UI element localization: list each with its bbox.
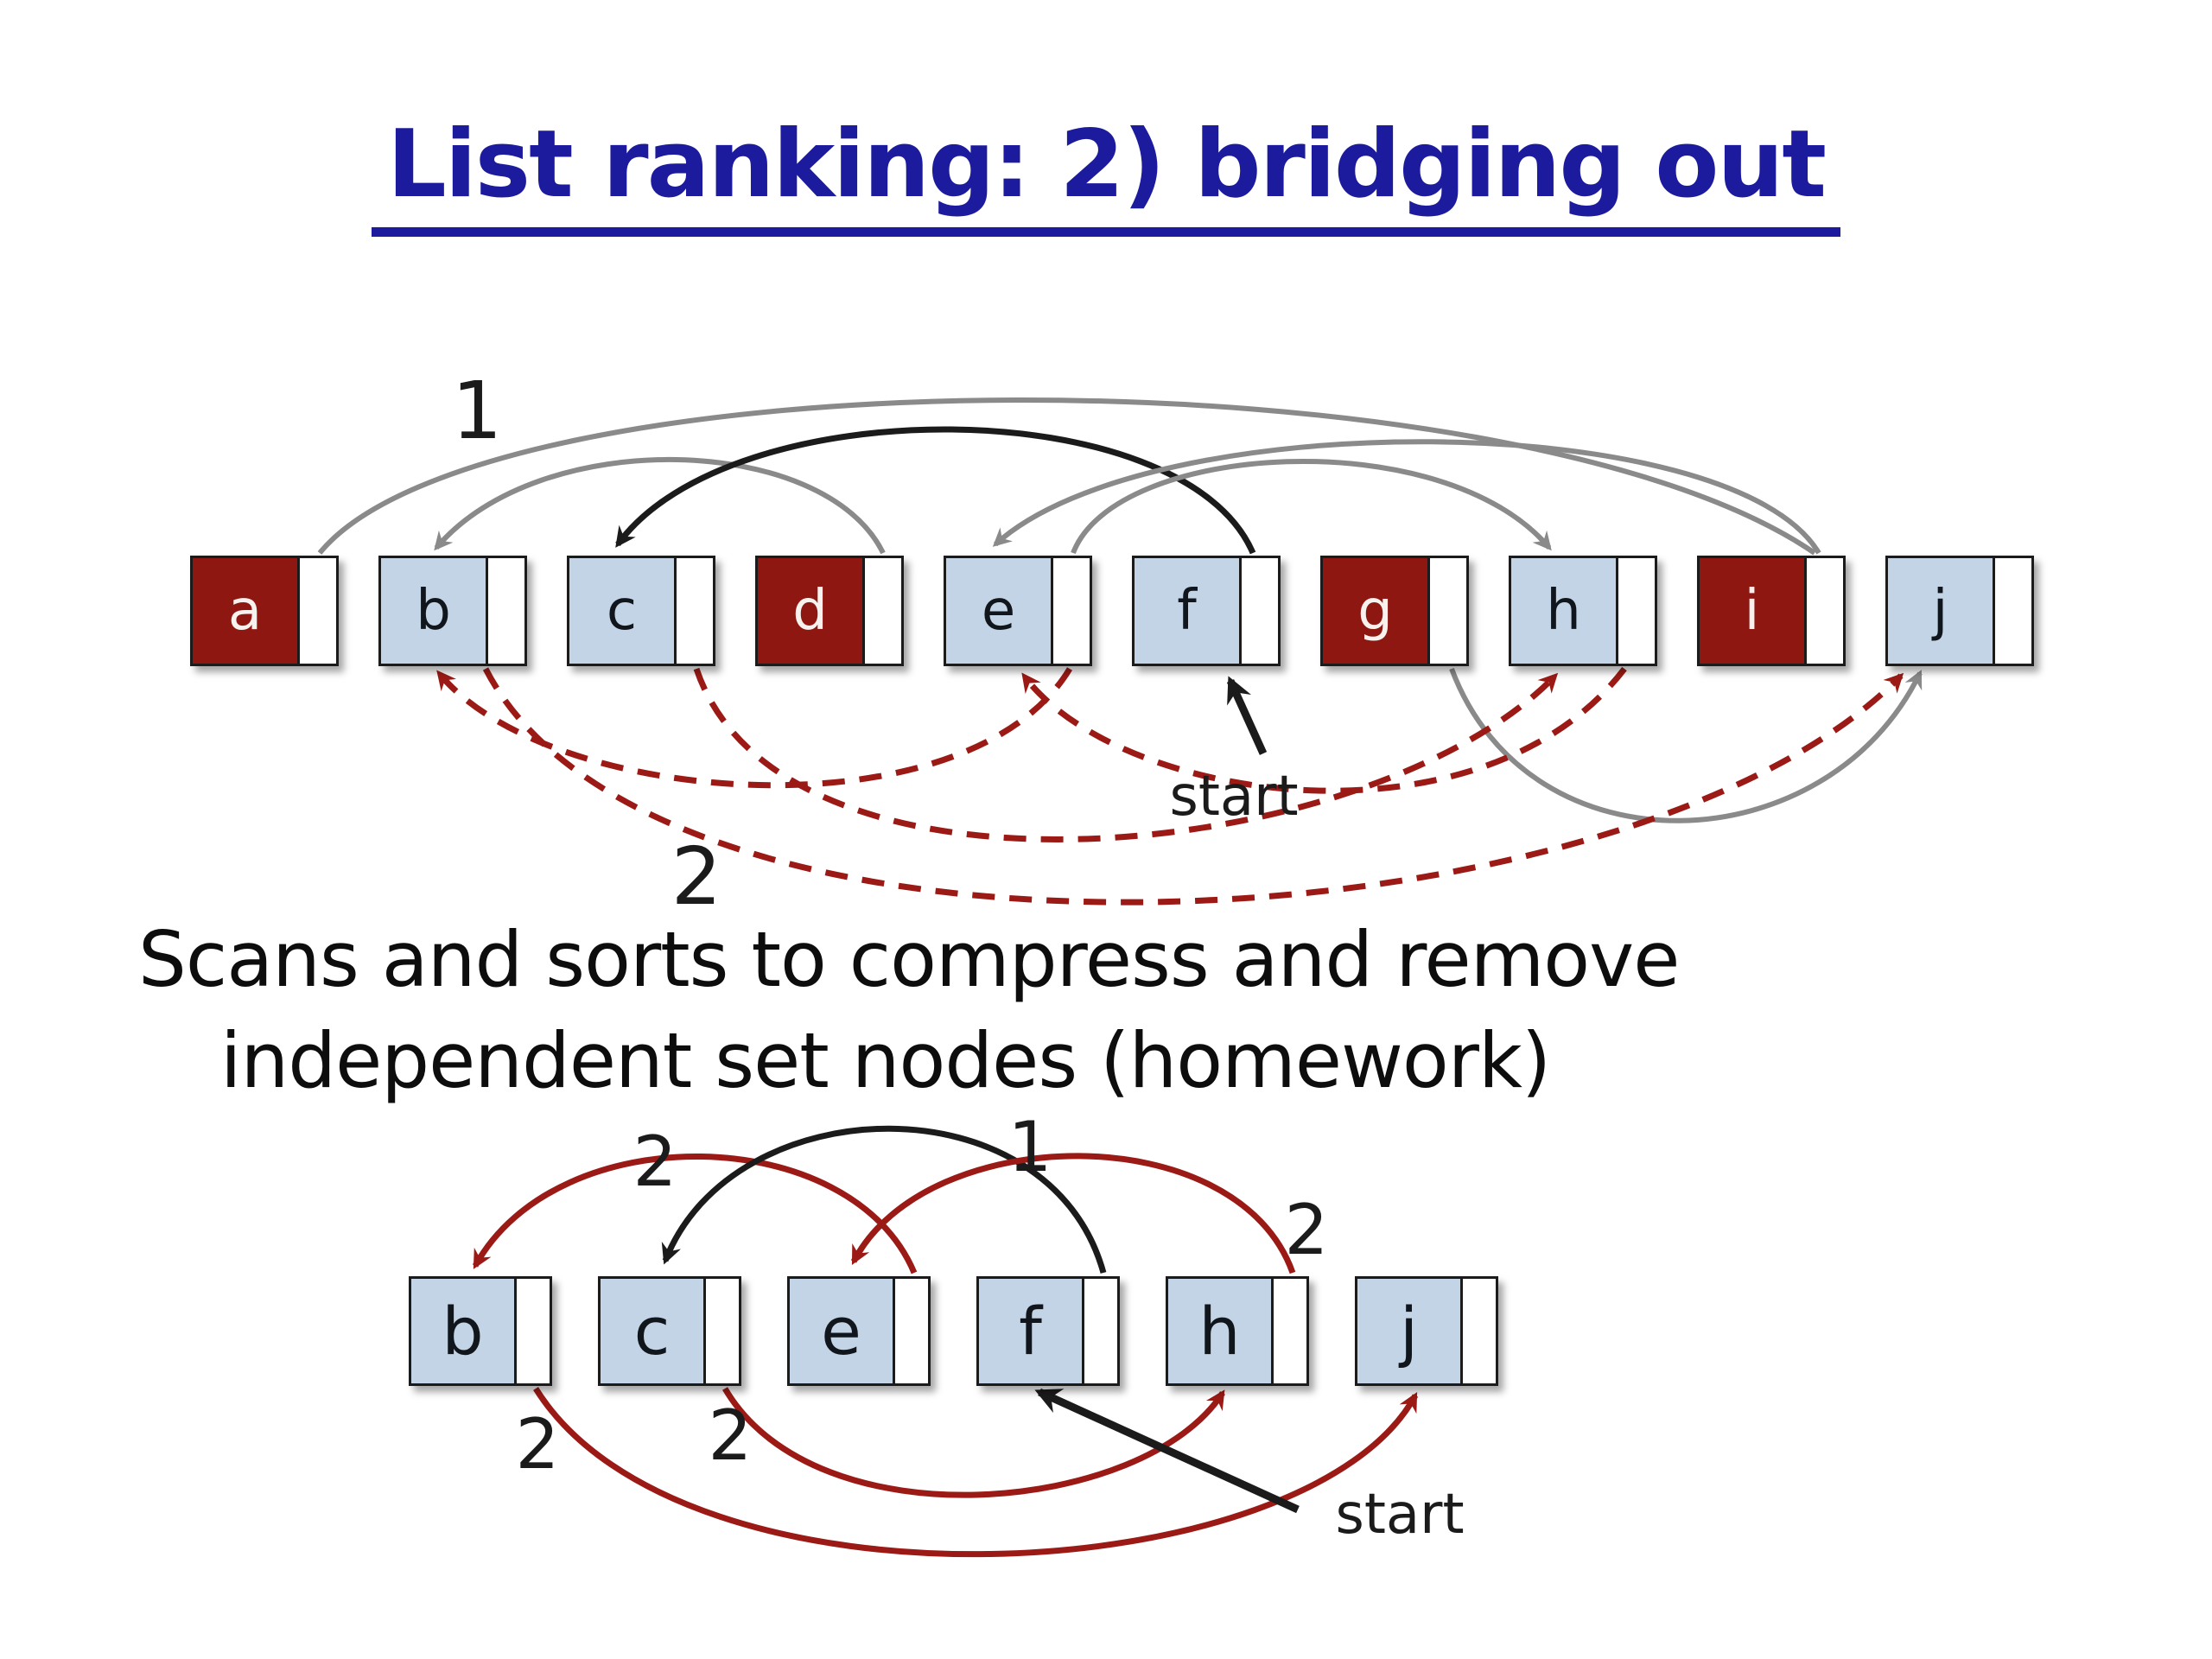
title-wrap: List ranking: 2) bridging out [0,111,2212,237]
body-text-line2: independent set nodes (homework) [220,1016,1551,1105]
bottom-start-label: start [1335,1483,1465,1547]
node-i-value: i [1700,558,1804,664]
arc-bot-c-to-h [721,1387,1225,1498]
bottom-below-hop-label-2b: 2 [708,1395,753,1476]
arc-bot-f-to-c [661,1125,1107,1274]
arc-top-f-to-c [615,426,1256,555]
body-text-line1: Scans and sorts to compress and remove [138,915,1680,1004]
node-a-pointer-cell [297,558,336,664]
arc-top-bridge-h-to-e [1021,666,1627,794]
node-f-pointer-cell [1239,558,1278,664]
node-j-pointer-cell [1993,558,2031,664]
node-d-value: d [758,558,862,664]
compressed-node-h: h [1166,1276,1309,1386]
compressed-node-b: b [409,1276,552,1386]
compressed-node-e: e [787,1276,931,1386]
page-title: List ranking: 2) bridging out [371,111,1841,237]
node-h: h [1509,556,1657,666]
compressed-node-f-pointer-cell [1082,1279,1117,1383]
top-hop-label-2: 2 [671,830,722,923]
node-h-value: h [1511,558,1616,664]
bottom-hop-label-2-left: 2 [632,1122,677,1202]
node-d: d [755,556,904,666]
arc-bot-b-to-j [533,1387,1419,1558]
node-g-pointer-cell [1427,558,1466,664]
arc-top-e-to-h [1071,458,1552,555]
node-j-value: j [1888,558,1993,664]
compressed-node-b-pointer-cell [514,1279,550,1383]
body-text: Scans and sorts to compress and remove i… [138,909,1680,1111]
node-b-pointer-cell [486,558,524,664]
compressed-node-h-value: h [1168,1279,1271,1383]
node-c-value: c [569,558,674,664]
node-j: j [1885,556,2034,666]
node-e-value: e [946,558,1051,664]
arc-top-bridge-e-to-b [436,667,1072,789]
arc-bot-h-to-e [850,1153,1296,1274]
arc-top-d-to-b [434,457,886,555]
node-f-value: f [1135,558,1239,664]
node-i: i [1697,556,1846,666]
arc-top-a-to-i [317,397,1816,556]
compressed-node-b-value: b [411,1279,514,1383]
arc-top-bridge-c-to-h [693,667,1559,842]
bottom-below-hop-label-2a: 2 [515,1404,560,1484]
arc-top-g-to-j [1449,667,1923,823]
bottom-start-arrow [1034,1388,1300,1514]
node-b: b [378,556,527,666]
top-start-label: start [1169,765,1299,829]
node-g-value: g [1323,558,1427,664]
node-i-pointer-cell [1804,558,1843,664]
bottom-hop-label-1: 1 [1007,1107,1052,1187]
node-d-pointer-cell [862,558,901,664]
compressed-node-f-value: f [979,1279,1082,1383]
node-a-value: a [193,558,297,664]
compressed-node-j: j [1355,1276,1498,1386]
compressed-node-j-pointer-cell [1460,1279,1496,1383]
node-e: e [944,556,1092,666]
top-hop-label-1: 1 [451,365,503,457]
node-c-pointer-cell [674,558,713,664]
compressed-node-h-pointer-cell [1271,1279,1306,1383]
node-h-pointer-cell [1616,558,1655,664]
compressed-node-c: c [598,1276,741,1386]
node-g: g [1320,556,1469,666]
top-start-arrow [1226,676,1268,755]
node-f: f [1132,556,1281,666]
compressed-node-j-value: j [1357,1279,1460,1383]
node-c: c [567,556,715,666]
node-a: a [190,556,339,666]
compressed-node-c-value: c [601,1279,703,1383]
arc-top-i-to-e [992,439,1821,555]
bottom-hop-label-2-right: 2 [1284,1190,1329,1270]
compressed-node-f: f [976,1276,1120,1386]
compressed-node-e-value: e [790,1279,893,1383]
compressed-node-e-pointer-cell [893,1279,928,1383]
arc-bot-e-to-b [472,1153,918,1274]
node-e-pointer-cell [1051,558,1090,664]
node-b-value: b [381,558,486,664]
compressed-node-c-pointer-cell [703,1279,739,1383]
